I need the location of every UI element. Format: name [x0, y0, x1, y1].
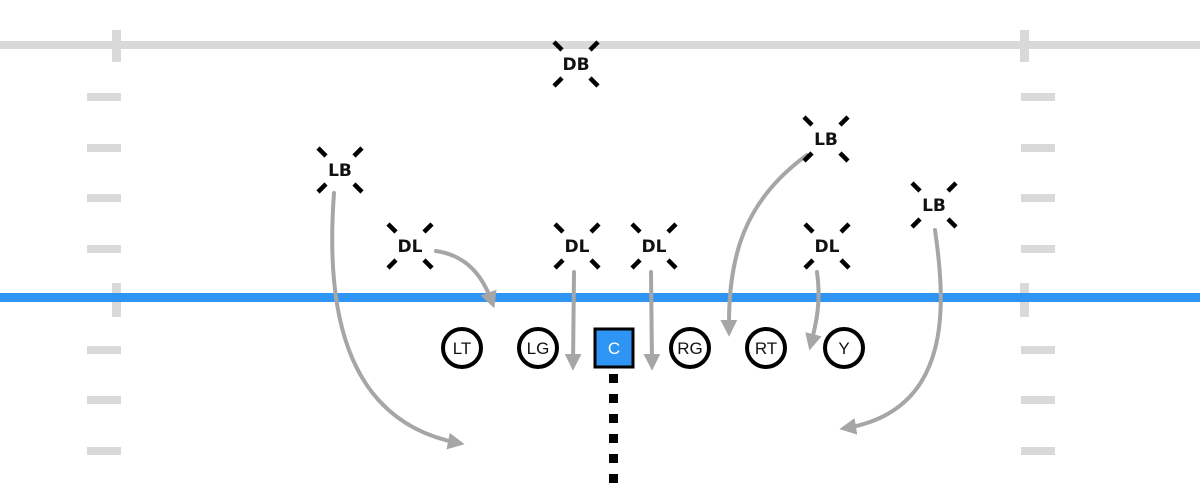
route-arrow-dl1	[434, 249, 497, 309]
defender-dl3[interactable]: DL	[630, 222, 678, 270]
defender-x-icon	[316, 146, 364, 194]
player-label: LG	[527, 339, 550, 358]
defender-dl2[interactable]: DL	[553, 222, 601, 270]
defender-lb1[interactable]: LB	[316, 146, 364, 194]
player-label: RT	[755, 339, 777, 358]
player-rt[interactable]: RT	[745, 327, 787, 369]
defender-x-icon	[552, 40, 600, 88]
defender-label: DL	[642, 237, 667, 257]
player-label: LT	[453, 339, 472, 358]
player-circle-icon	[823, 327, 865, 369]
player-circle-icon	[669, 327, 711, 369]
player-circle-icon	[517, 327, 559, 369]
player-c[interactable]: C	[593, 327, 635, 369]
snap-line	[609, 374, 618, 483]
hash-marks-right	[1020, 93, 1055, 455]
route-arrow-lb2	[720, 153, 809, 337]
player-y[interactable]: Y	[823, 327, 865, 369]
defender-x-icon	[910, 181, 958, 229]
defender-label: LB	[814, 130, 838, 150]
defender-x-icon	[630, 222, 678, 270]
player-label: C	[608, 339, 620, 358]
route-arrow-dl2	[564, 270, 582, 371]
center-square-icon	[593, 327, 635, 369]
route-arrow-lb3	[839, 228, 943, 435]
hash-right-top-cross	[1020, 30, 1029, 62]
player-lt[interactable]: LT	[441, 327, 483, 369]
player-label: RG	[677, 339, 703, 358]
defender-x-icon	[802, 115, 850, 163]
defender-x-icon	[803, 222, 851, 270]
line-of-scrimmage	[0, 293, 1200, 302]
defender-x-icon	[386, 222, 434, 270]
defender-dl1[interactable]: DL	[386, 222, 434, 270]
player-circle-icon	[745, 327, 787, 369]
defender-label: DL	[398, 237, 423, 257]
defender-lb3[interactable]: LB	[910, 181, 958, 229]
player-label: Y	[838, 339, 849, 358]
top-yard-line	[0, 41, 1200, 49]
defender-dl4[interactable]: DL	[803, 222, 851, 270]
player-lg[interactable]: LG	[517, 327, 559, 369]
defender-label: DL	[815, 237, 840, 257]
route-arrow-dl4	[805, 270, 822, 351]
route-arrow-dl3	[643, 270, 661, 371]
defender-label: DL	[565, 237, 590, 257]
defender-label: DB	[562, 55, 589, 75]
player-rg[interactable]: RG	[669, 327, 711, 369]
defender-x-icon	[553, 222, 601, 270]
defender-label: LB	[922, 196, 946, 216]
defender-lb2[interactable]: LB	[802, 115, 850, 163]
hash-left-top-cross	[112, 30, 121, 62]
player-circle-icon	[441, 327, 483, 369]
route-arrow-lb1	[330, 191, 465, 450]
defender-label: LB	[328, 161, 352, 181]
hash-marks-left	[87, 93, 121, 455]
defender-db[interactable]: DB	[552, 40, 600, 88]
